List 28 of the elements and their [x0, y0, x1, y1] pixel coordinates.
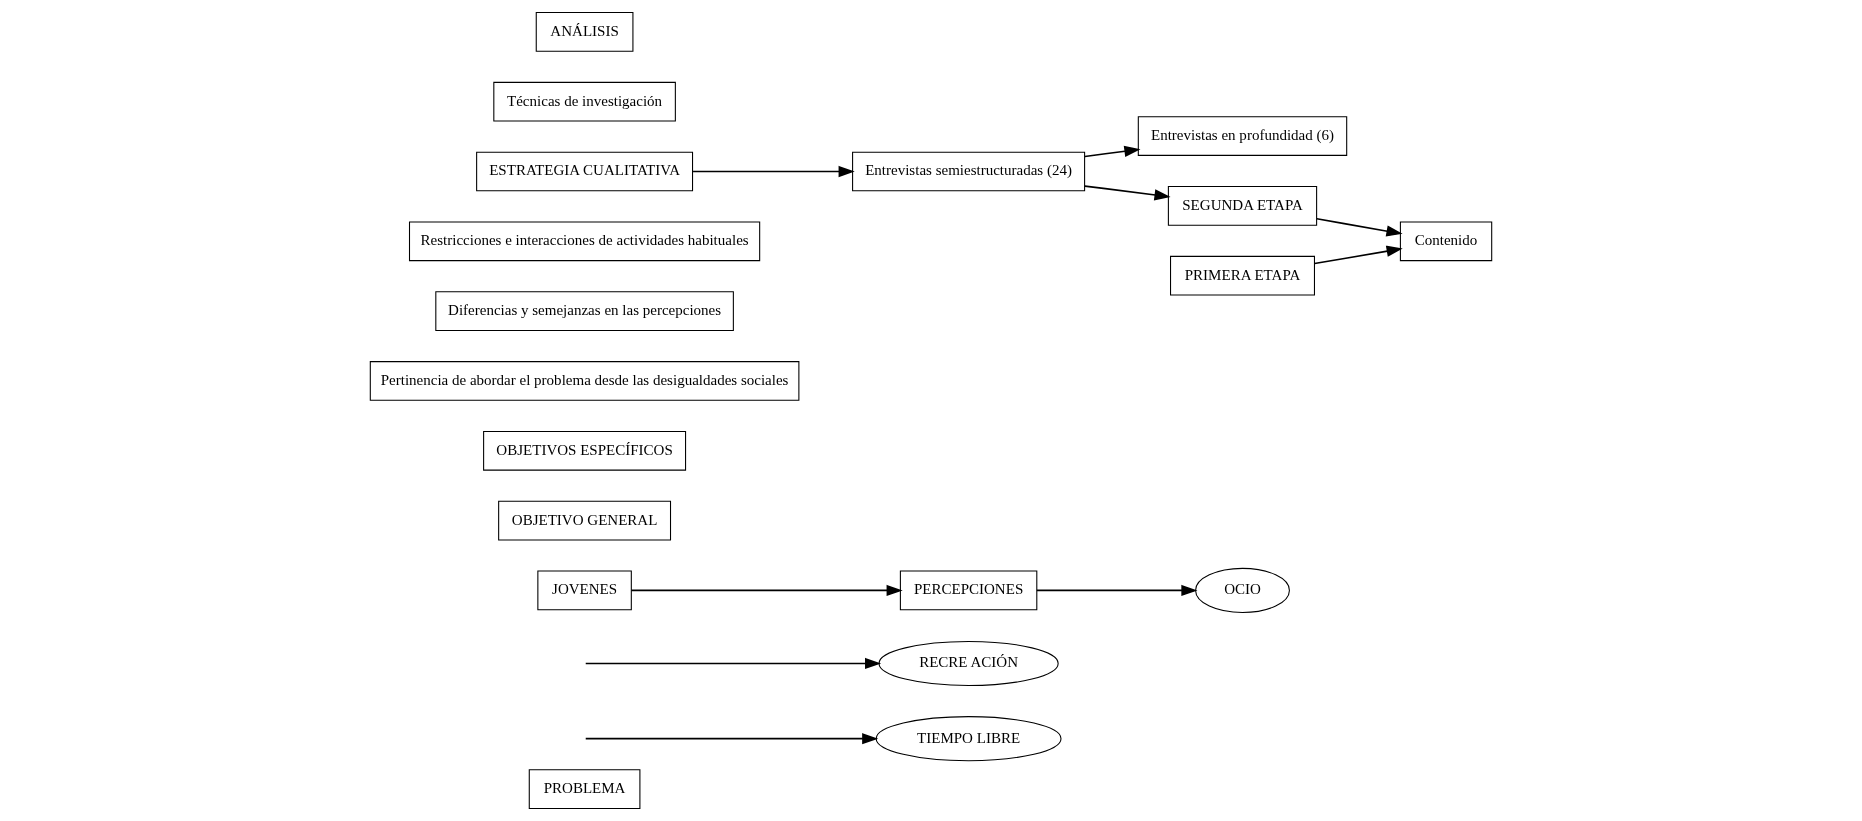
node-box: Entrevistas semiestructuradas (24) [852, 151, 1086, 192]
node-box: Contenido [1399, 221, 1493, 262]
node-box: OBJETIVOS ESPECÍFICOS [483, 430, 687, 471]
node-box: Entrevistas en profundidad (6) [1137, 116, 1348, 156]
arrow [584, 733, 879, 745]
arrow [1084, 145, 1141, 158]
node-box: Restricciones e interacciones de actividades habituales [408, 221, 761, 262]
node-box: ESTRATEGIA CUALITATIVA [476, 151, 694, 192]
node-box: PROBLEMA [528, 769, 641, 809]
node-box: Pertinencia de abordar el problema desde las desigualdades sociales [369, 361, 800, 401]
node-box: Técnicas de investigación [493, 81, 676, 122]
arrow [1313, 245, 1403, 265]
node-box: Diferencias y semejanzas en las percepciones [435, 291, 734, 331]
node-box: SEGUNDA ETAPA [1167, 186, 1318, 226]
node-ellipse: OCIO [1195, 567, 1290, 613]
node-ellipse: RECRE ACIÓN [878, 640, 1059, 687]
node-box: ANÁLISIS [535, 12, 634, 52]
node-box: PRIMERA ETAPA [1170, 255, 1315, 296]
node-box: JOVENES [537, 570, 632, 611]
arrow [630, 584, 903, 597]
arrow [1036, 584, 1198, 597]
arrow [1316, 217, 1403, 237]
arrow [1084, 185, 1171, 201]
arrow [692, 165, 855, 178]
node-box: OBJETIVO GENERAL [498, 500, 672, 541]
arrow [584, 657, 882, 670]
node-ellipse: TIEMPO LIBRE [875, 716, 1062, 762]
node-box: PERCEPCIONES [899, 570, 1038, 611]
